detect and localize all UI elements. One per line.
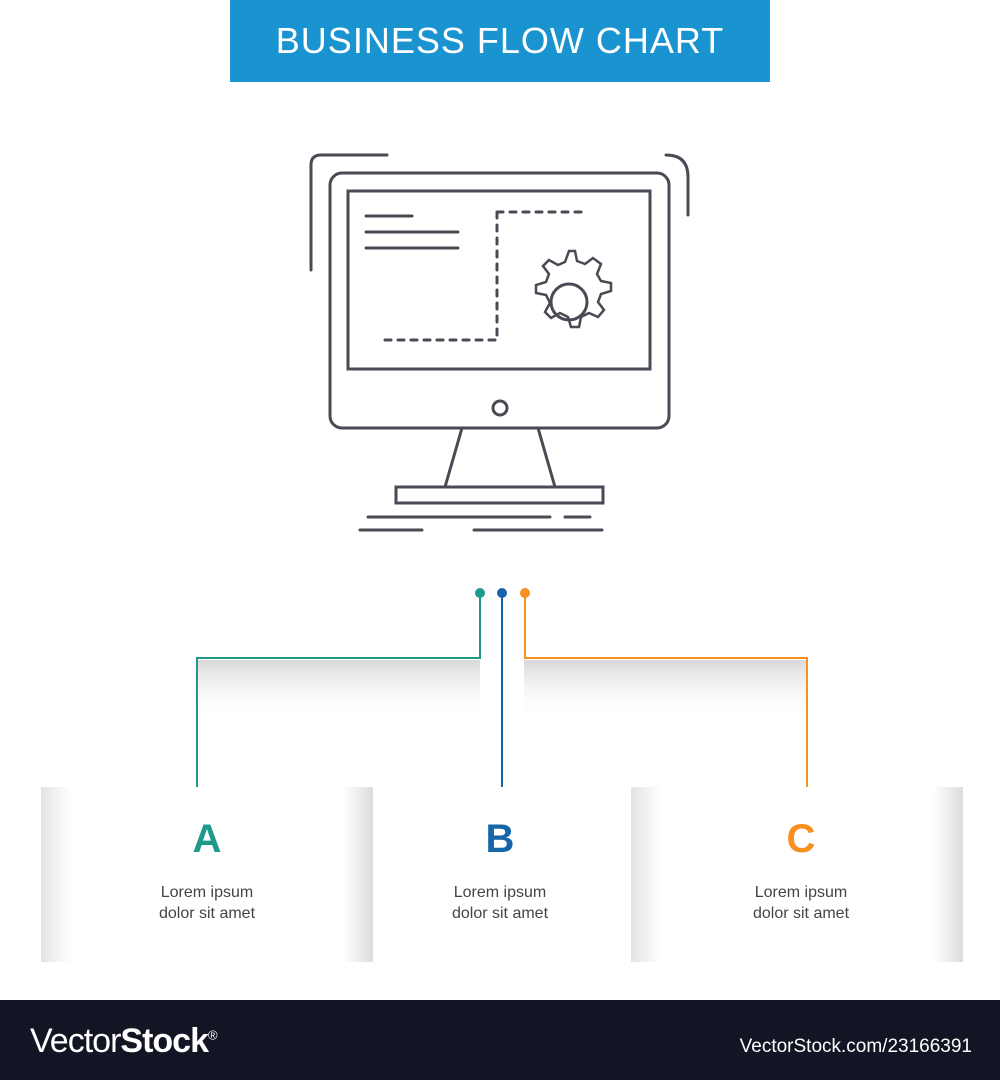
- logo-mark: ®: [207, 1027, 218, 1043]
- title-banner: BUSINESS FLOW CHART: [230, 0, 770, 82]
- footer-url: VectorStock.com/23166391: [739, 1036, 972, 1057]
- logo-light: Vector: [30, 1022, 121, 1060]
- step-description: Lorem ipsum dolor sit amet: [639, 882, 963, 924]
- connector-c: [520, 588, 808, 797]
- desc-line: dolor sit amet: [158, 905, 256, 922]
- step-b-card: B Lorem ipsum dolor sit amet: [334, 787, 666, 962]
- desc-line: dolor sit amet: [451, 905, 549, 922]
- connector-a: [196, 588, 485, 797]
- footer-bar: VectorStock® VectorStock.com/23166391: [0, 1000, 1000, 1080]
- step-letter: B: [485, 817, 515, 861]
- desc-line: Lorem ipsum: [754, 884, 848, 901]
- desc-line: Lorem ipsum: [160, 884, 254, 901]
- desc-line: dolor sit amet: [752, 905, 850, 922]
- logo-bold: Stock: [120, 1022, 209, 1060]
- diagram: [196, 153, 808, 797]
- step-a-card: A Lorem ipsum dolor sit amet: [41, 787, 373, 962]
- step-letter: C: [786, 817, 816, 861]
- vectorstock-logo: VectorStock®: [30, 1022, 218, 1061]
- step-description: Lorem ipsum dolor sit amet: [41, 882, 373, 924]
- connector-shadow-c: [524, 660, 808, 720]
- step-description: Lorem ipsum dolor sit amet: [334, 882, 666, 924]
- connector-b: [497, 588, 507, 787]
- title: BUSINESS FLOW CHART: [275, 20, 725, 61]
- step-c-card: C Lorem ipsum dolor sit amet: [631, 787, 963, 962]
- step-letter: A: [192, 817, 222, 861]
- monitor-with-gear-icon: [309, 153, 690, 532]
- connector-shadow-a: [197, 660, 480, 720]
- desc-line: Lorem ipsum: [453, 884, 547, 901]
